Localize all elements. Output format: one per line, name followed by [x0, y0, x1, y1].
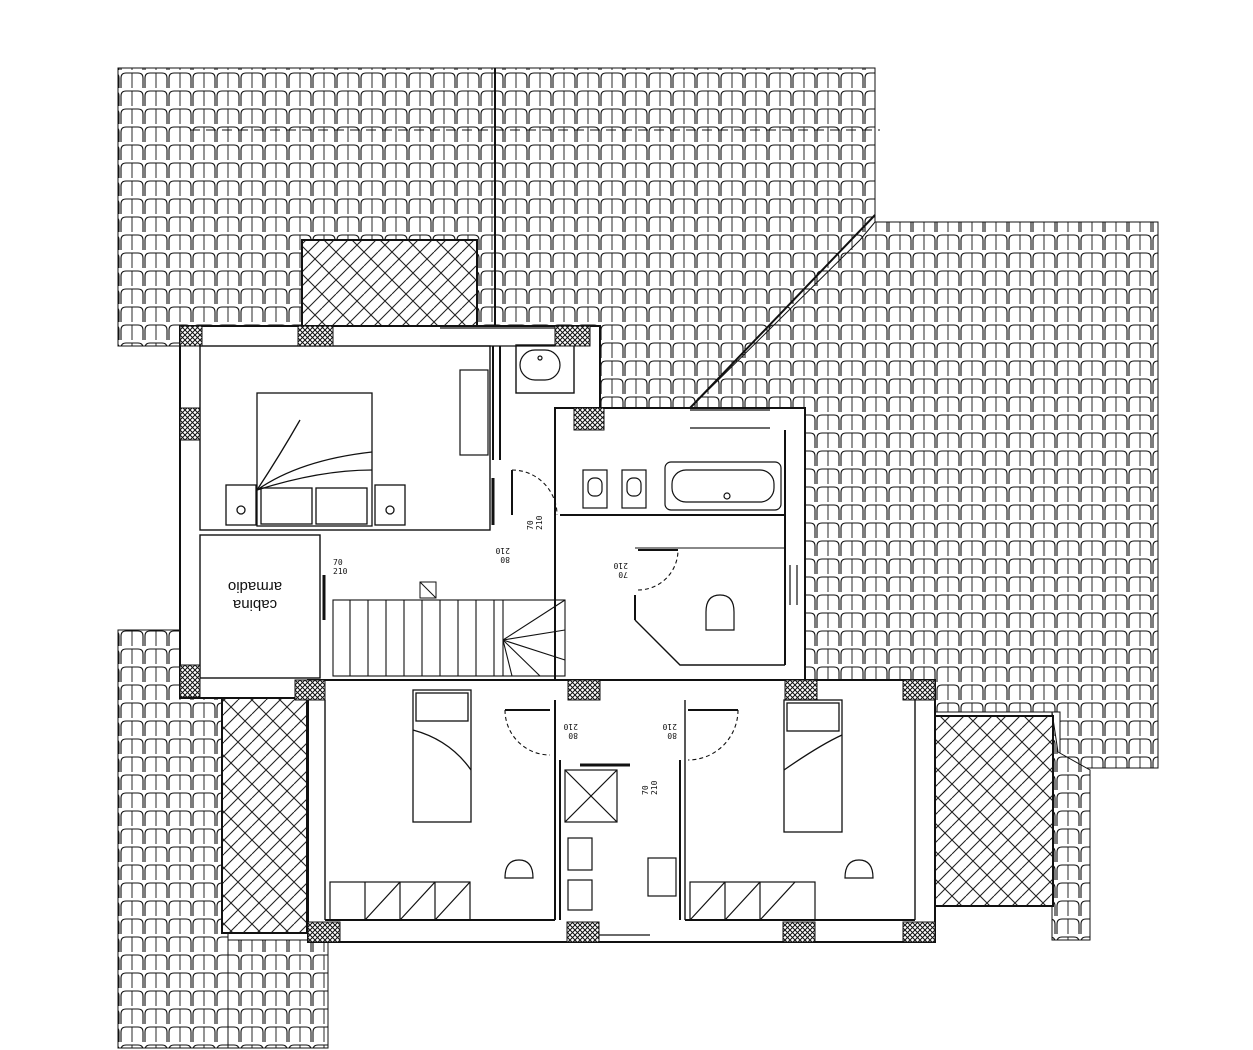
door-width: 70 [641, 785, 650, 795]
bathroom-fixtures [519, 349, 798, 631]
door-width: 70 [333, 558, 343, 567]
walk-in-closet-label: cabina armadio [228, 578, 282, 613]
double-bed [225, 392, 406, 527]
door-dimension: 70 210 [641, 780, 659, 795]
door-height: 210 [650, 780, 659, 795]
door-height: 210 [662, 722, 677, 731]
wardrobe-unit [459, 369, 489, 456]
door-height: 210 [613, 561, 628, 570]
door-height: 210 [535, 515, 544, 530]
staircase [332, 599, 566, 677]
door-swings [322, 469, 739, 761]
desks-and-wardrobes [329, 859, 874, 921]
door-width: 70 [618, 570, 628, 579]
door-width: 80 [500, 555, 510, 564]
door-dimension: 80 210 [495, 546, 510, 564]
small-bathroom-fixtures [564, 763, 677, 911]
single-bed-left [412, 689, 472, 823]
door-height: 210 [563, 722, 578, 731]
door-dimension: 80 210 [563, 722, 578, 740]
door-height: 210 [333, 567, 348, 576]
door-dimension: 70 210 [526, 515, 544, 530]
terraces [221, 239, 1054, 934]
room-label-line1: cabina [232, 596, 277, 613]
door-width: 70 [526, 520, 535, 530]
door-height: 210 [495, 546, 510, 555]
door-dimension: 80 210 [662, 722, 677, 740]
door-dimension: 70 210 [333, 558, 348, 576]
door-dimension: 70 210 [613, 561, 628, 579]
door-width: 80 [667, 731, 677, 740]
single-bed-right [783, 699, 843, 833]
room-label-line2: armadio [228, 578, 282, 595]
door-dimension-labels: 70 210 80 210 70 210 70 210 80 210 80 21… [333, 515, 677, 795]
door-width: 80 [568, 731, 578, 740]
